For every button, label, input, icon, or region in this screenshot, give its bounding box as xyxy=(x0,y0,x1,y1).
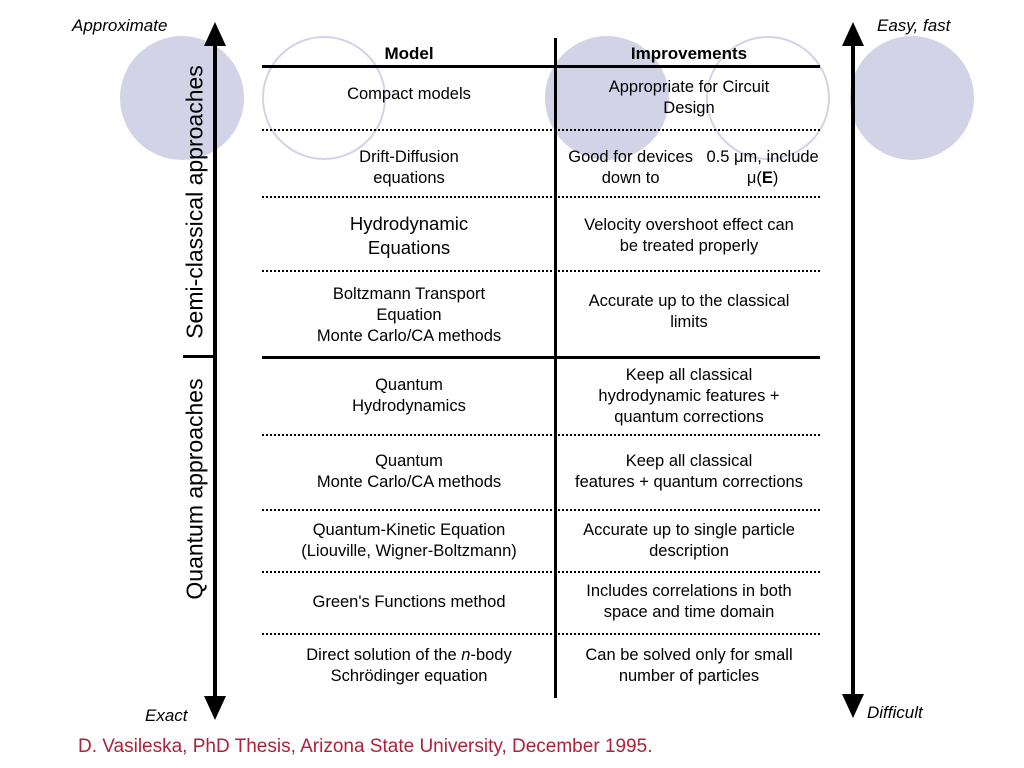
exact-label: Exact xyxy=(145,706,188,725)
improvement-cell: Accurate up to the classical limits xyxy=(588,292,790,331)
semi-classical-label: Semi-classical approaches xyxy=(181,65,208,339)
improvement-cell: Keep all classical features + quantum co… xyxy=(575,452,803,491)
n-body-line-1a: Direct solution of the xyxy=(306,646,462,664)
row-divider xyxy=(262,196,820,198)
left-arrow-up-icon xyxy=(204,22,226,46)
improvement-cell: Includes correlations in both space and … xyxy=(586,582,792,621)
model-cell: Quantum Hydrodynamics xyxy=(352,376,466,415)
row-divider xyxy=(262,509,820,511)
model-cell: Drift-Diffusion equations xyxy=(359,148,459,187)
improvement-cell: Keep all classical hydrodynamic features… xyxy=(598,365,780,426)
decor-circle-3 xyxy=(545,36,669,160)
row-divider xyxy=(262,571,820,573)
row-divider xyxy=(262,434,820,436)
left-arrow-line xyxy=(213,44,217,698)
citation: D. Vasileska, PhD Thesis, Arizona State … xyxy=(78,736,653,757)
header-rule xyxy=(262,65,820,68)
model-cell: Hydrodynamic Equations xyxy=(349,213,469,258)
decor-circle-5 xyxy=(850,36,974,160)
improvements-header: Improvements xyxy=(630,44,748,63)
n-body-line-1b: -body xyxy=(470,646,512,664)
difficult-label: Difficult xyxy=(867,703,923,722)
model-header: Model xyxy=(384,44,434,63)
model-cell: Quantum Monte Carlo/CA methods xyxy=(316,452,502,491)
n-body-line-2: Schrödinger equation xyxy=(330,667,488,685)
column-separator xyxy=(554,38,557,698)
row-divider xyxy=(262,270,820,272)
improvement-line-1: Good for devices down to xyxy=(568,148,693,187)
model-cell: Boltzmann Transport Equation Monte Carlo… xyxy=(316,284,502,345)
model-cell: Quantum-Kinetic Equation (Liouville, Wig… xyxy=(301,521,517,560)
right-arrow-down-icon xyxy=(842,694,864,718)
quantum-label: Quantum approaches xyxy=(181,378,208,600)
n-variable: n xyxy=(461,646,471,664)
decor-circle-4 xyxy=(706,36,830,160)
decor-circle-1 xyxy=(120,36,244,160)
section-rule xyxy=(262,356,820,359)
row-divider xyxy=(262,633,820,635)
improvement-cell: Can be solved only for small number of p… xyxy=(585,646,793,685)
easy-fast-label: Easy, fast xyxy=(877,16,951,35)
row-divider xyxy=(262,129,820,131)
e-field-symbol: E xyxy=(761,169,773,187)
model-cell: Compact models xyxy=(347,84,471,103)
improvement-cell: Velocity overshoot effect can be treated… xyxy=(584,216,794,255)
model-cell: Green's Functions method xyxy=(312,592,506,611)
right-arrow-up-icon xyxy=(842,22,864,46)
improvement-cell: Good for devices down to 0.5 μm, include … xyxy=(557,138,821,198)
improvement-cell: Accurate up to single particle descripti… xyxy=(583,521,795,560)
left-arrow-down-icon xyxy=(204,696,226,720)
improvement-cell: Appropriate for Circuit Design xyxy=(608,78,770,117)
improvement-line-2: 0.5 μm, include μ(E) xyxy=(706,148,819,187)
right-arrow-line xyxy=(851,44,855,696)
approach-divider xyxy=(183,355,213,358)
decor-circle-2 xyxy=(262,36,386,160)
approximate-label: Approximate xyxy=(72,16,168,35)
